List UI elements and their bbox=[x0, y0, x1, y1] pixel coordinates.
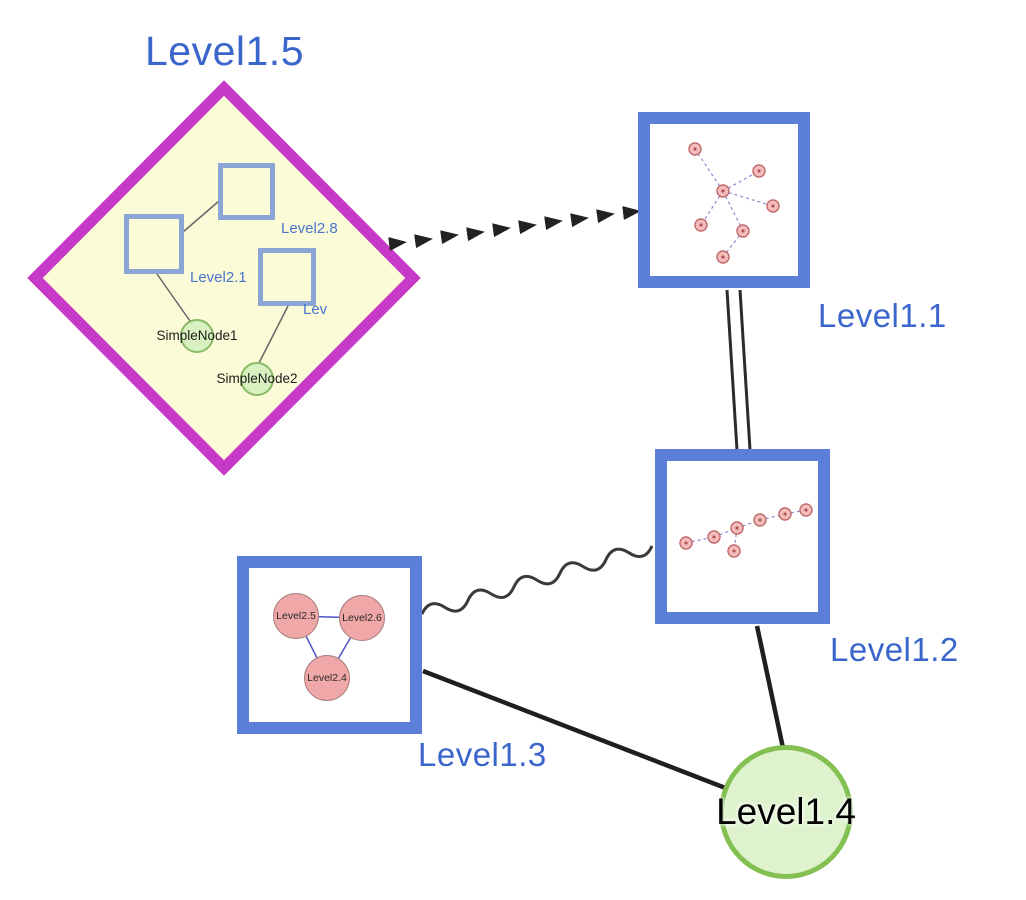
node-label-level2-8: Level2.8 bbox=[281, 220, 338, 237]
node-level1-5-diamond[interactable] bbox=[27, 80, 421, 476]
node-label-level1-2: Level1.2 bbox=[830, 631, 959, 668]
node-label-lev: Lev bbox=[303, 301, 328, 318]
node-level2-1-square[interactable] bbox=[124, 214, 184, 274]
node-lev-square[interactable] bbox=[258, 248, 316, 306]
node-level1-2[interactable] bbox=[655, 449, 830, 624]
node-level2-5[interactable]: Level2.5 bbox=[273, 593, 319, 639]
node-level1-3[interactable]: Level2.5 Level2.6 Level2.4 bbox=[237, 556, 422, 734]
node-label-level2-1: Level2.1 bbox=[190, 269, 247, 286]
node-level2-6[interactable]: Level2.6 bbox=[339, 595, 385, 641]
edge-level1-3-level1-4[interactable] bbox=[422, 668, 729, 792]
edge-level1-1-level1-2-line1[interactable] bbox=[725, 289, 739, 451]
edge-level1-2-level1-3[interactable] bbox=[420, 539, 654, 621]
node-label-simplenode1: SimpleNode1 bbox=[156, 328, 238, 343]
node-simplenode1[interactable] bbox=[180, 319, 214, 353]
node-simplenode2[interactable] bbox=[240, 362, 274, 396]
edge-level2-1-level2-8 bbox=[182, 200, 220, 233]
node-level1-4[interactable]: Level1.4 bbox=[716, 745, 856, 879]
node-label-level1-5: Level1.5 bbox=[144, 28, 304, 74]
edge-level1-1-level1-2-line2[interactable] bbox=[738, 289, 752, 451]
node-level2-4[interactable]: Level2.4 bbox=[304, 655, 350, 701]
edge-level2-1-simplenode1 bbox=[156, 273, 191, 322]
node-level2-8-square[interactable] bbox=[218, 163, 275, 220]
node-label-level1-3: Level1.3 bbox=[418, 736, 547, 773]
node-label-level1-4: Level1.4 bbox=[716, 791, 856, 832]
level1-2-subgraph bbox=[679, 503, 813, 558]
edge-level1-5-level1-1[interactable] bbox=[388, 206, 641, 251]
node-label-level2-4: Level2.4 bbox=[307, 672, 347, 684]
node-level1-1[interactable] bbox=[638, 112, 810, 288]
edge-level1-2-level1-4[interactable] bbox=[754, 625, 786, 749]
level1-1-subgraph bbox=[688, 142, 780, 264]
node-label-simplenode2: SimpleNode2 bbox=[216, 371, 298, 386]
node-label-level2-5: Level2.5 bbox=[276, 610, 316, 622]
edge-lev-simplenode2 bbox=[258, 305, 289, 364]
node-label-level1-1: Level1.1 bbox=[818, 297, 947, 334]
node-label-level2-6: Level2.6 bbox=[342, 612, 382, 624]
